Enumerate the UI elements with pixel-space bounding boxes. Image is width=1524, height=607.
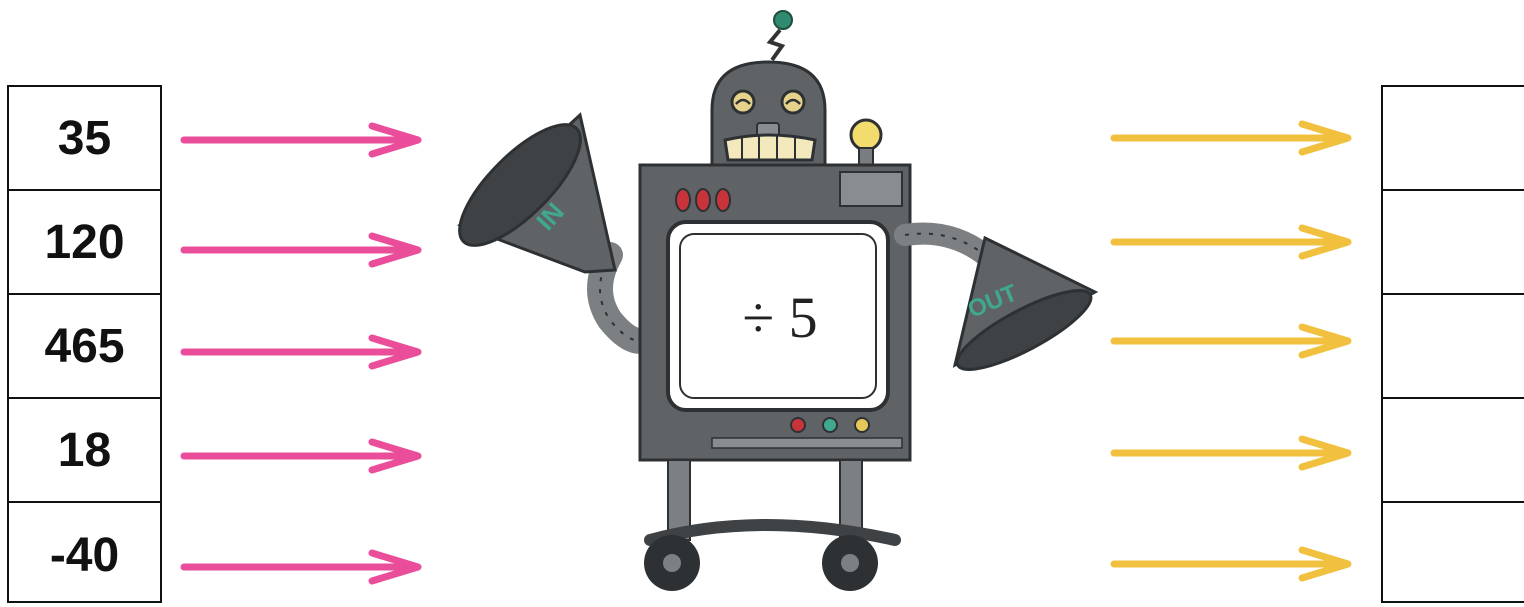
operation-label: ÷ 5	[690, 270, 870, 365]
output-cell-2	[1383, 191, 1524, 295]
output-cell-3	[1383, 295, 1524, 399]
bulb-icon	[851, 120, 881, 150]
output-table	[1381, 85, 1524, 603]
output-cell-5	[1383, 503, 1524, 607]
antenna-icon	[770, 30, 782, 60]
output-cell-4	[1383, 399, 1524, 503]
output-cell-1	[1383, 87, 1524, 191]
